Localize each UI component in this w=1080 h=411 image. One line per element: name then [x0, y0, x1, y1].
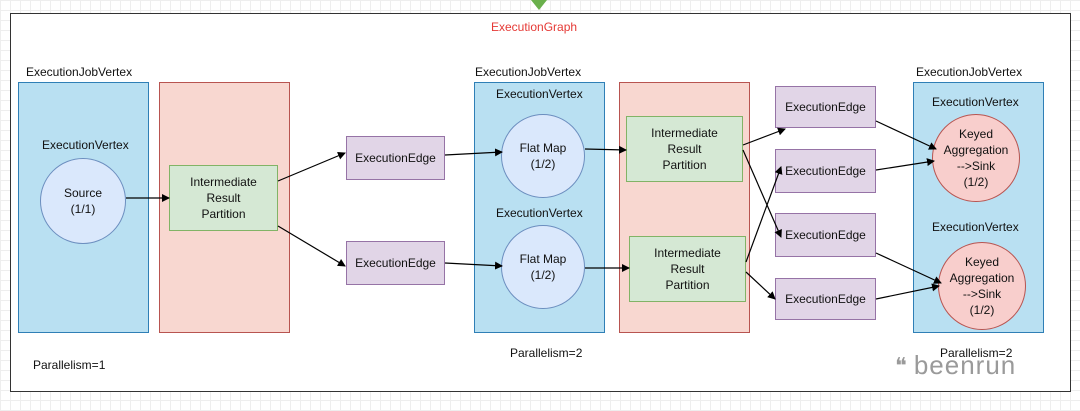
execution-edge-6[interactable]: ExecutionEdge: [775, 278, 876, 320]
parallelism-keyed: Parallelism=2: [940, 346, 1013, 360]
arrow-edge6-keyed2: [875, 283, 940, 300]
parallelism-flatmap: Parallelism=2: [510, 346, 583, 360]
job-vertex-label-flatmap: ExecutionJobVertex: [475, 65, 582, 79]
wechat-icon: ❝: [895, 352, 908, 378]
graph-title: ExecutionGraph: [491, 20, 578, 34]
execution-edge-4[interactable]: ExecutionEdge: [775, 149, 876, 193]
keyed-task-1[interactable]: Keyed Aggregation -->Sink (1/2): [932, 114, 1020, 202]
arrow-partition-edge2: [277, 225, 346, 267]
flatmap-task-1[interactable]: Flat Map (1/2): [501, 114, 585, 198]
source-task[interactable]: Source (1/1): [40, 158, 126, 244]
arrow-edge5-keyed2: [875, 252, 942, 284]
watermark: ❝ beenrun: [895, 350, 1016, 381]
execution-edge-5[interactable]: ExecutionEdge: [775, 213, 876, 257]
job-vertex-label-keyed: ExecutionJobVertex: [916, 65, 1023, 79]
execution-edge-1[interactable]: ExecutionEdge: [346, 136, 445, 180]
arrow-p2-edge6: [745, 271, 776, 300]
execution-edge-3[interactable]: ExecutionEdge: [775, 86, 876, 128]
execution-edge-2[interactable]: ExecutionEdge: [346, 241, 445, 285]
intermediate-partition-source[interactable]: Intermediate Result Partition: [169, 165, 278, 231]
arrow-edge3-keyed1: [875, 120, 937, 150]
flatmap-task-2[interactable]: Flat Map (1/2): [501, 225, 585, 309]
arrow-flatmap1-partition1: [584, 145, 627, 154]
arrow-p1-edge3: [742, 127, 786, 146]
vertex-label-flatmap-2: ExecutionVertex: [496, 206, 583, 220]
arrow-p1-edge5: [742, 149, 782, 238]
arrow-edge4-keyed1: [875, 158, 935, 171]
arrow-partition-edge1: [277, 152, 346, 182]
job-vertex-label-source: ExecutionJobVertex: [26, 65, 133, 79]
vertex-label-keyed-1: ExecutionVertex: [932, 95, 1019, 109]
vertex-label-flatmap-1: ExecutionVertex: [496, 87, 583, 101]
vertex-label-source: ExecutionVertex: [42, 138, 129, 152]
parallelism-source: Parallelism=1: [33, 358, 106, 372]
arrow-edge1-flatmap1: [444, 148, 503, 157]
keyed-task-2[interactable]: Keyed Aggregation -->Sink (1/2): [938, 242, 1026, 330]
intermediate-partition-flatmap-2[interactable]: Intermediate Result Partition: [629, 236, 746, 302]
watermark-text: beenrun: [913, 350, 1017, 380]
vertex-label-keyed-2: ExecutionVertex: [932, 220, 1019, 234]
connector-marker-icon: [531, 0, 547, 10]
arrow-p2-edge4: [745, 166, 783, 263]
arrow-edge2-flatmap2: [444, 261, 503, 270]
